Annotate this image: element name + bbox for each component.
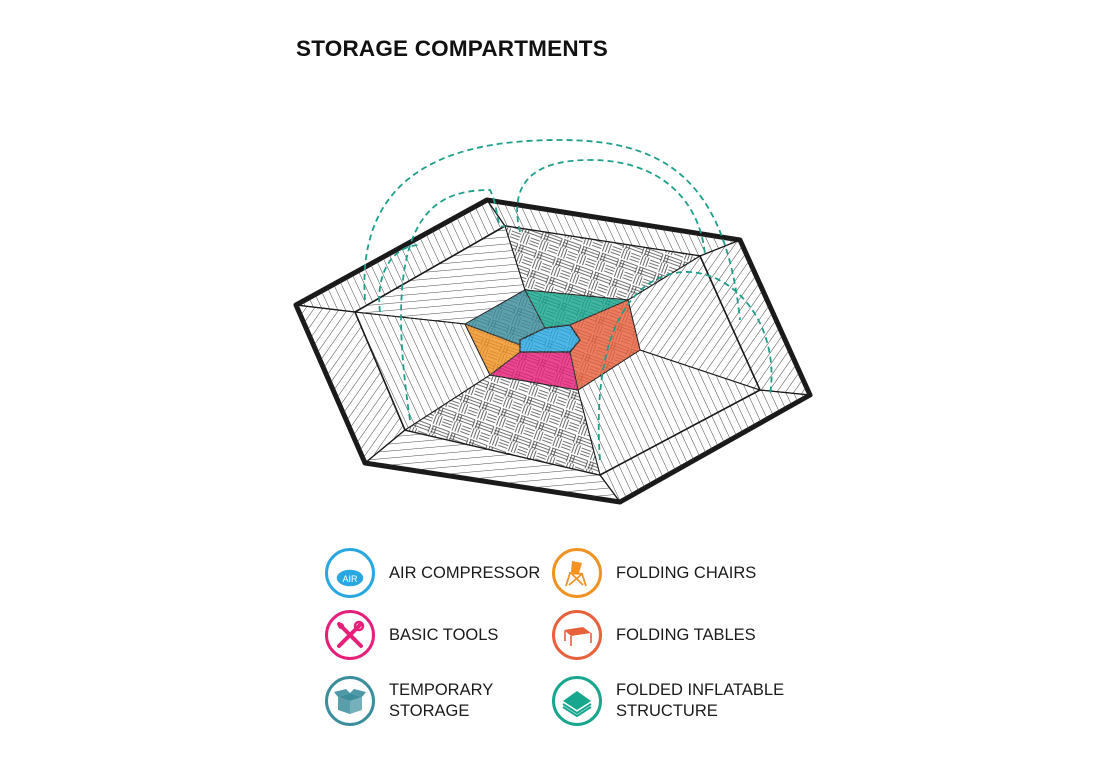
folding-table-icon <box>552 610 602 660</box>
legend-item-basic-tools: BASIC TOOLS <box>325 610 498 660</box>
folding-chair-icon <box>552 548 602 598</box>
compartments <box>463 289 641 391</box>
legend-item-folding-tables: FOLDING TABLES <box>552 610 756 660</box>
storage-box-icon <box>325 676 375 726</box>
air-compressor-icon: AIR <box>325 548 375 598</box>
inflatable-outline <box>363 139 773 461</box>
legend-label-basic-tools: BASIC TOOLS <box>389 625 499 644</box>
storage-diagram <box>293 139 813 505</box>
tools-icon <box>325 610 375 660</box>
legend-label-folding-chairs: FOLDING CHAIRS <box>616 563 757 582</box>
air-icon-text: AIR <box>342 574 358 584</box>
legend-label-air-compressor: AIR COMPRESSOR <box>389 563 541 582</box>
legend-item-folded-inflatable: FOLDED INFLATABLE STRUCTURE <box>552 676 784 726</box>
legend-label-folded-inflatable: FOLDED INFLATABLE STRUCTURE <box>616 681 785 720</box>
legend-item-temporary-storage: TEMPORARY STORAGE <box>325 676 493 726</box>
legend-label-temporary-storage: TEMPORARY STORAGE <box>389 681 494 720</box>
folded-inflatable-icon <box>552 676 602 726</box>
legend-item-air-compressor: AIR AIR COMPRESSOR <box>325 548 540 598</box>
legend-label-folding-tables: FOLDING TABLES <box>616 625 756 644</box>
diagram-title: STORAGE COMPARTMENTS <box>296 36 608 61</box>
legend-item-folding-chairs: FOLDING CHAIRS <box>552 548 756 598</box>
